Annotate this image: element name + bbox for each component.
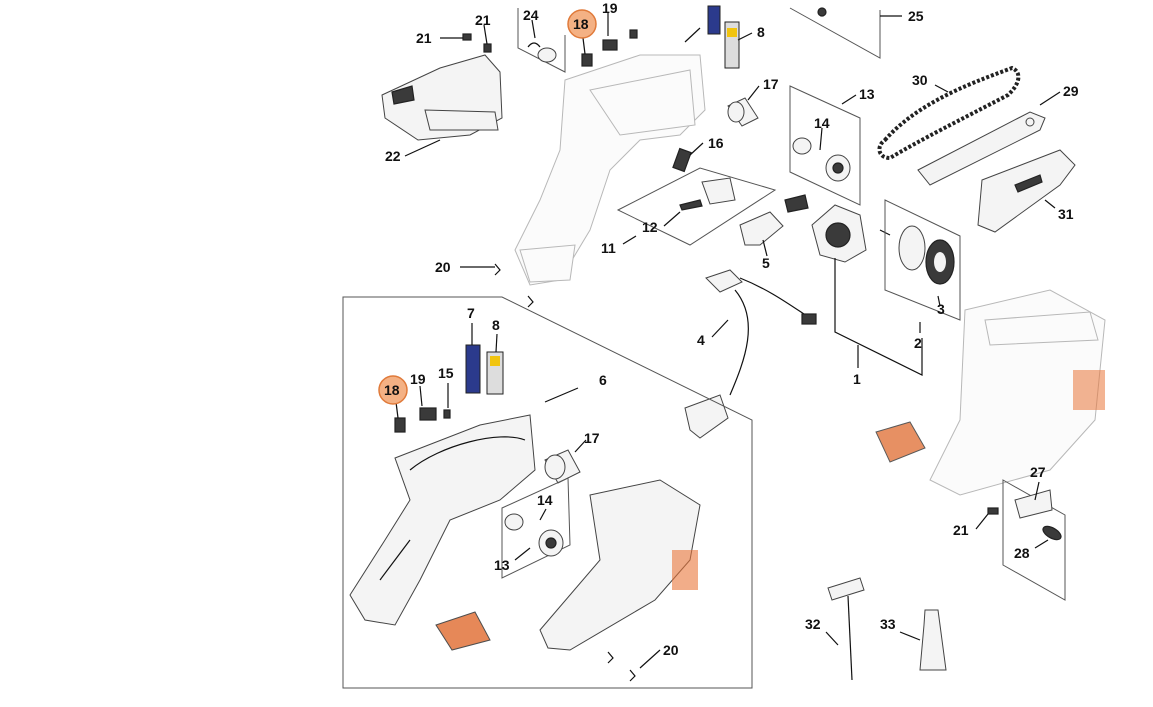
highlight-18-top[interactable] <box>567 9 597 39</box>
clip-20-bottom[interactable] <box>607 651 636 682</box>
label-1: 1 <box>853 371 861 387</box>
label-13-top: 13 <box>859 86 875 102</box>
label-20-bottom: 20 <box>663 642 679 658</box>
label-21-a: 21 <box>416 30 432 46</box>
label-5: 5 <box>762 255 770 271</box>
box-13-top <box>789 85 861 206</box>
label-24: 24 <box>523 7 539 23</box>
label-16: 16 <box>708 135 724 151</box>
label-32: 32 <box>805 616 821 632</box>
box-2-3 <box>884 199 961 321</box>
label-18-mid: 18 <box>384 382 400 398</box>
handle-housing-mid[interactable] <box>539 479 701 651</box>
label-25: 25 <box>908 8 924 24</box>
label-29: 29 <box>1063 83 1079 99</box>
label-21-b: 21 <box>475 12 491 28</box>
top-housing-ghost <box>514 54 706 286</box>
screw-21-right[interactable] <box>987 507 999 515</box>
cable-harness-4[interactable] <box>684 269 817 439</box>
warning-sticker-top <box>684 5 740 69</box>
label-19-mid: 19 <box>410 371 426 387</box>
bolt-18-top[interactable] <box>581 29 638 67</box>
label-7: 7 <box>467 305 475 321</box>
box-11-12 <box>616 167 777 246</box>
callout-labels: 21 21 24 18 19 8 25 17 13 14 30 29 31 16… <box>384 0 1079 658</box>
cylinder-17-top[interactable] <box>727 97 759 127</box>
label-27: 27 <box>1030 464 1046 480</box>
label-17-top: 17 <box>763 76 779 92</box>
top-cover-part[interactable] <box>381 54 503 141</box>
cylinder-17-mid[interactable] <box>544 449 581 484</box>
clip-20-left[interactable] <box>494 263 534 308</box>
label-8-mid: 8 <box>492 317 500 333</box>
warning-sticker-mid <box>465 344 504 395</box>
scabbard-31[interactable] <box>977 149 1076 233</box>
label-13-mid: 13 <box>494 557 510 573</box>
part-24-group <box>517 8 566 73</box>
label-18-top: 18 <box>573 16 589 32</box>
motor-housing-6[interactable] <box>349 414 536 626</box>
chain-30[interactable] <box>877 65 1021 161</box>
label-30: 30 <box>912 72 928 88</box>
label-20-left: 20 <box>435 259 451 275</box>
motor-1[interactable] <box>811 204 891 263</box>
label-2: 2 <box>914 335 922 351</box>
right-housing-ghost <box>875 289 1106 496</box>
lower-assembly-box <box>342 296 753 689</box>
box-27-28 <box>1002 479 1066 601</box>
grease-tube-33[interactable] <box>919 609 947 671</box>
warning-label-bottom <box>435 611 491 651</box>
box-13-mid <box>501 477 571 579</box>
highlight-18-mid[interactable] <box>378 375 408 405</box>
label-33: 33 <box>880 616 896 632</box>
label-17-mid: 17 <box>584 430 600 446</box>
label-6: 6 <box>599 372 607 388</box>
box-25 <box>789 7 881 59</box>
label-21-right: 21 <box>953 522 969 538</box>
label-14-top: 14 <box>814 115 830 131</box>
switch-5[interactable] <box>739 194 809 246</box>
label-12: 12 <box>642 219 658 235</box>
label-22: 22 <box>385 148 401 164</box>
label-4: 4 <box>697 332 705 348</box>
label-31: 31 <box>1058 206 1074 222</box>
wrench-32[interactable] <box>827 577 865 681</box>
label-19-top: 19 <box>602 0 618 16</box>
label-28: 28 <box>1014 545 1030 561</box>
guide-bar-29[interactable] <box>917 111 1046 186</box>
bolt-18-mid[interactable] <box>394 407 451 433</box>
label-3: 3 <box>937 301 945 317</box>
screw-21-top[interactable] <box>462 33 492 53</box>
label-15: 15 <box>438 365 454 381</box>
part-16[interactable] <box>672 147 692 173</box>
label-14-mid: 14 <box>537 492 553 508</box>
leader-lines <box>395 13 1061 669</box>
label-8-top: 8 <box>757 24 765 40</box>
label-11: 11 <box>601 240 616 256</box>
